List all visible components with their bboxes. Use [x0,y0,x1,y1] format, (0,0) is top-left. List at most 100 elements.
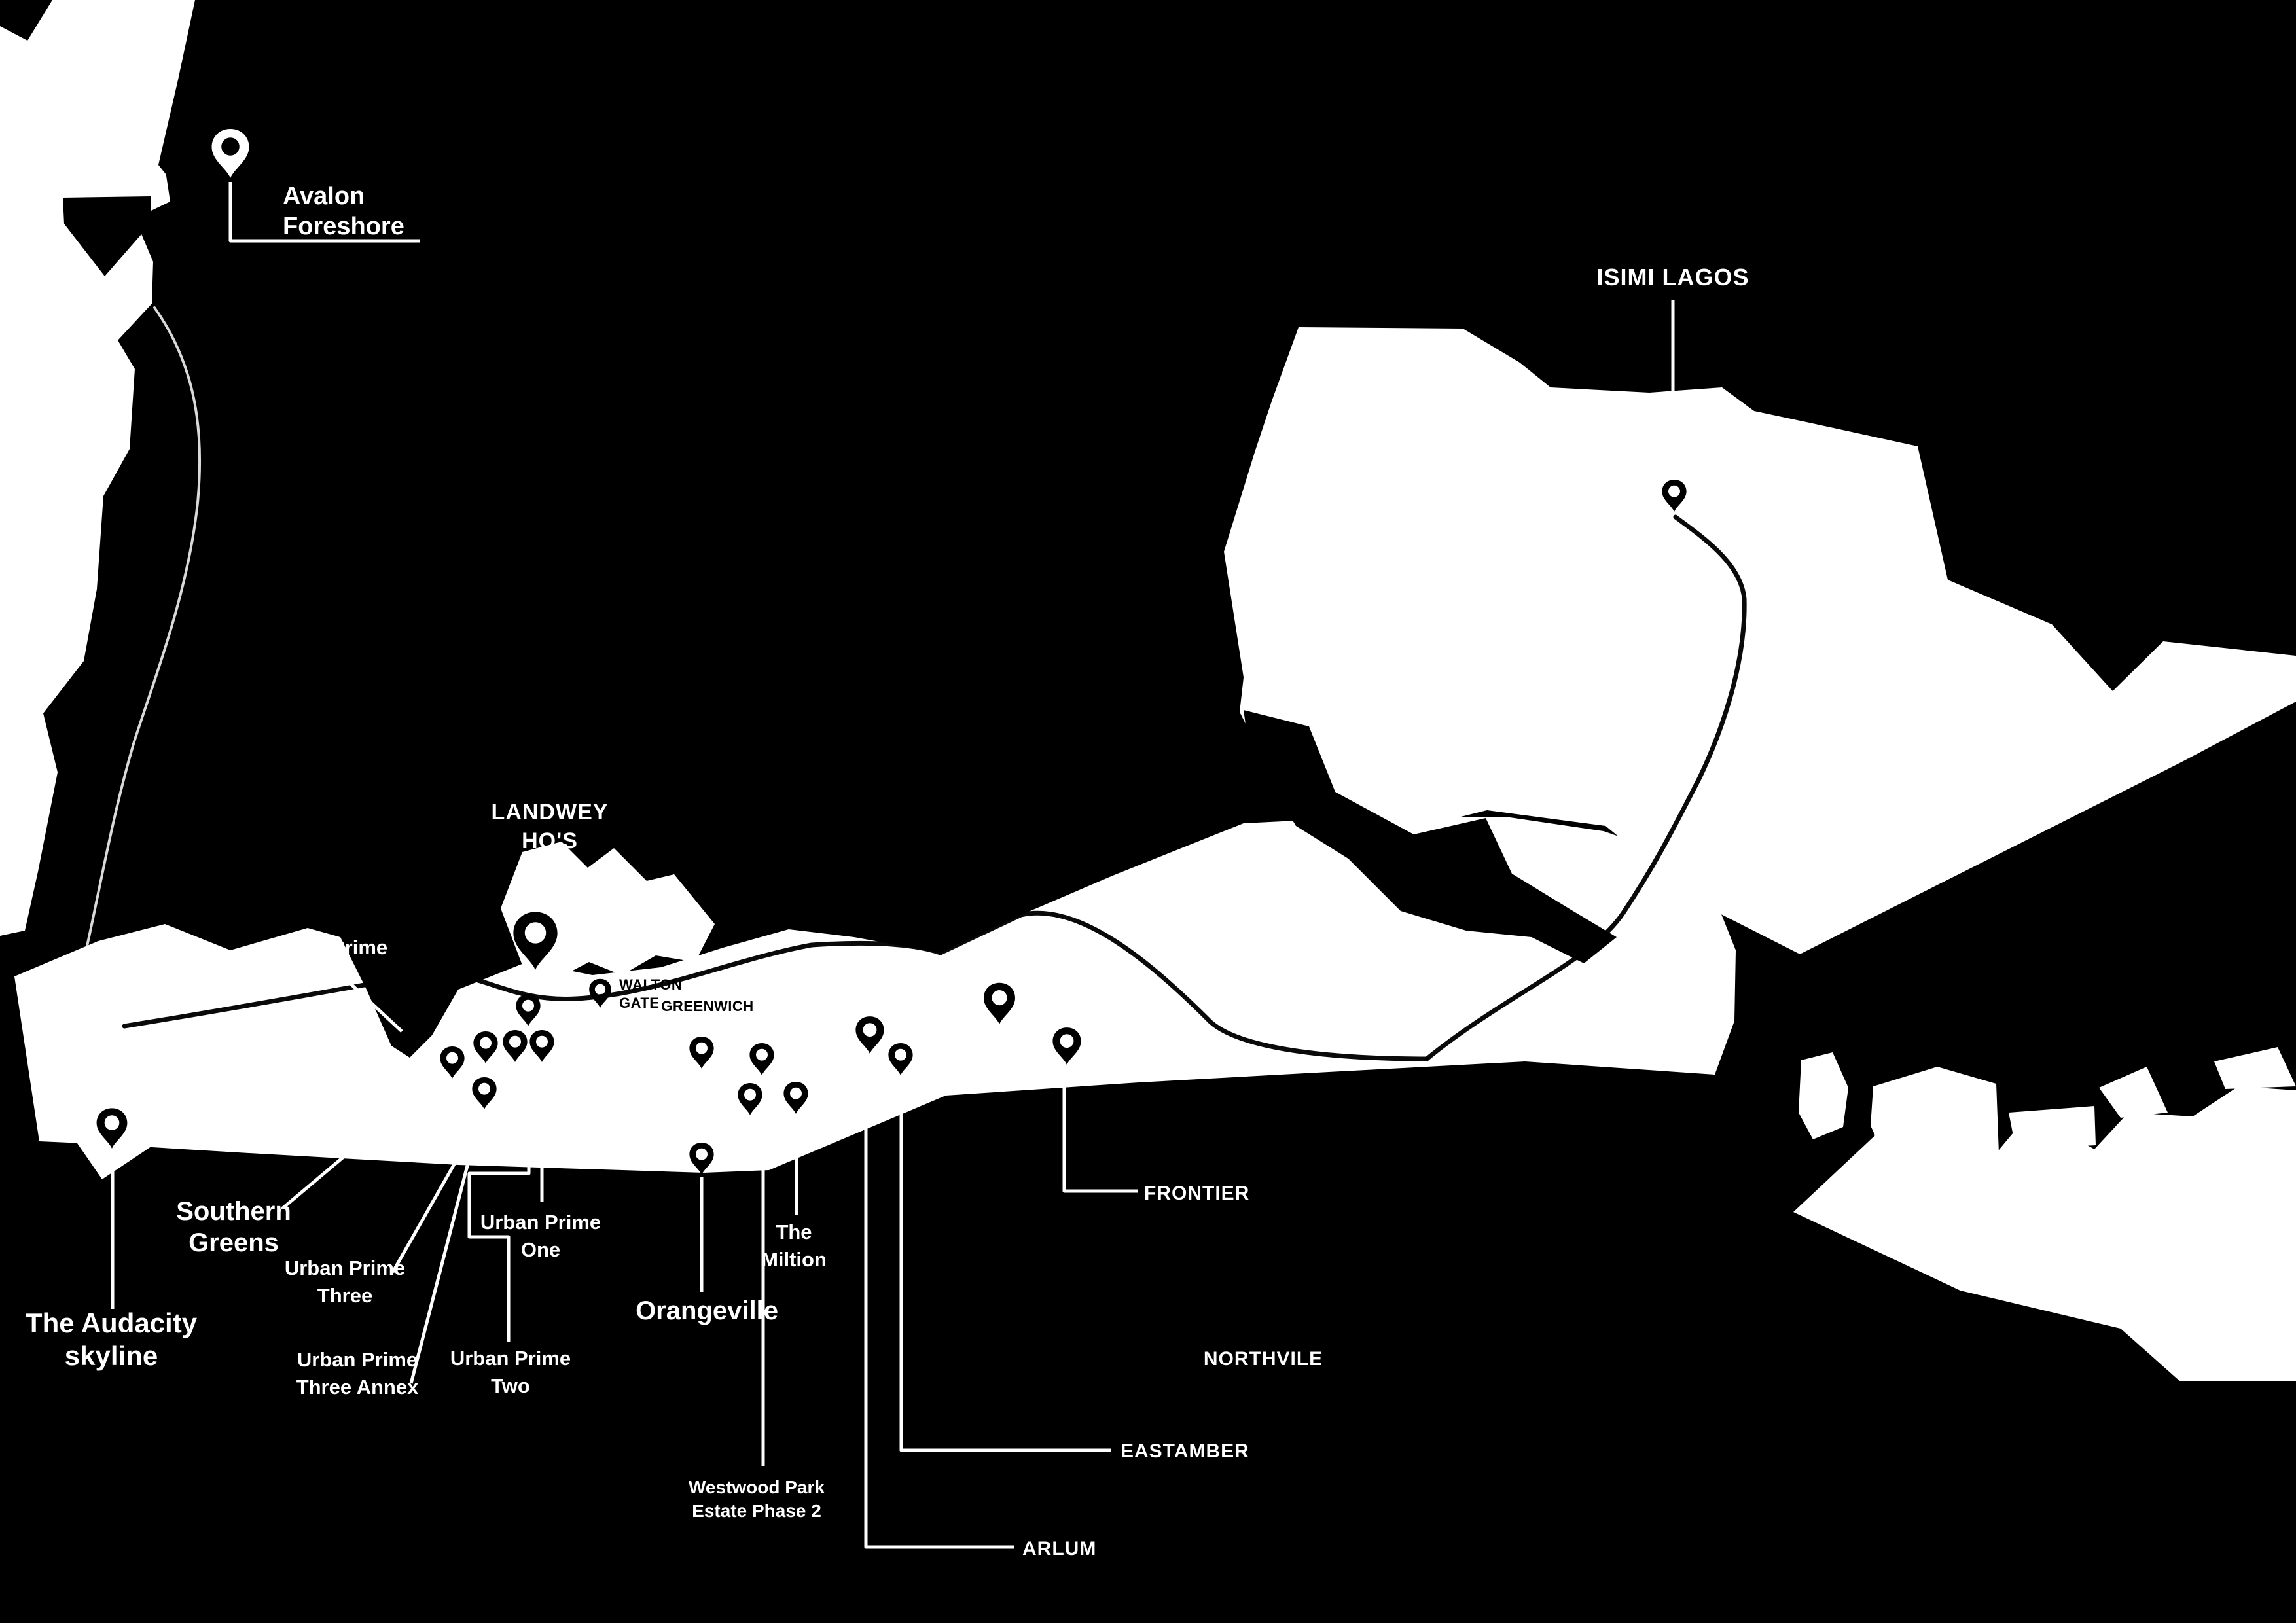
map-pin-icon-marker-c[interactable] [473,1031,498,1063]
map-pin-icon-urban-prime-one[interactable] [529,1030,554,1062]
isimi-access-road [1424,514,1747,1061]
label-line-urban-prime-one-0: Urban Prime [480,1211,601,1234]
map-pin-icon-avalon-foreshore[interactable] [211,128,249,178]
location-arlum: ARLUM [855,1016,1096,1560]
leader-line-urban-prime-three [391,1110,486,1274]
location-marker-a [516,994,541,1026]
label-line-orangeville-0: Orangeville [636,1296,778,1325]
map-pin-icon-the-audacity-skyline[interactable] [96,1108,128,1149]
label-line-isimi-lagos-0: ISIMI LAGOS [1596,264,1749,291]
label-frontier: FRONTIER [1144,1183,1249,1204]
label-line-frontier-0: FRONTIER [1144,1183,1249,1204]
label-line-urban-prime-three-0: Urban Prime [285,1257,405,1279]
leader-line-arlum [864,1056,1014,1549]
label-arlum: ARLUM [1022,1538,1096,1560]
map-pin-icon-arlum[interactable] [855,1016,884,1054]
coast-notch-top [0,0,52,41]
label-line-urban-prime-three-annex-0: Urban Prime [297,1348,418,1371]
label-line-westwood-park-estate-phase-2-0: Westwood Park [689,1477,825,1497]
label-line-landwey-hq-1: HQ'S [522,829,578,853]
island-2 [1871,1067,1999,1186]
label-isimi-lagos: ISIMI LAGOS [1596,264,1749,291]
label-line-southern-greens-0: Southern [176,1197,291,1226]
label-orangeville: Orangeville [636,1296,778,1325]
island-3 [2009,1106,2096,1149]
map-pin-icon-urban-prime-two[interactable] [503,1030,528,1062]
coast-notch-west [63,196,151,276]
location-isimi-lagos: ISIMI LAGOS [1596,264,1749,512]
location-marker-m [984,982,1015,1024]
label-line-landwey-hq-0: LANDWEY [492,800,609,825]
land-lekki-peninsula [14,817,1736,1173]
map-pin-icon-marker-i[interactable] [738,1083,762,1115]
map-pin-icon-isimi-lagos[interactable] [1662,480,1687,512]
label-line-the-audacity-skyline-0: The Audacity [26,1308,198,1338]
label-line-arlum-0: ARLUM [1022,1538,1096,1560]
omu-creek-crack [1244,710,1617,963]
label-line-southern-greens-1: Greens [188,1228,279,1257]
location-landwey-hq: LANDWEY HQ'S [492,800,609,970]
location-northvile: NORTHVILE [1204,1348,1323,1370]
label-greenwich: GREENWICH [661,998,753,1014]
leader-line-avalon-foreshore [228,182,420,243]
map-pin-icon-greenwich[interactable] [689,1037,714,1069]
map-pin-icon-the-miltion[interactable] [783,1082,808,1114]
leader-line-southern-greens [281,1075,441,1209]
island-4 [2099,1067,2168,1118]
label-line-urban-prime-four-1: Four [305,963,350,986]
label-line-urban-prime-three-annex-1: Three Annex [296,1376,419,1399]
leader-line-urban-prime-four [346,979,403,1033]
map-pin-icon-westwood-park-estate-phase-2[interactable] [749,1043,774,1075]
map-pin-icon-southern-greens[interactable] [440,1046,465,1079]
leader-line-frontier [1062,1067,1138,1193]
map-pin-icon-eastamber[interactable] [888,1043,913,1075]
island-1 [1799,1052,1848,1139]
label-northvile: NORTHVILE [1204,1348,1323,1370]
label-line-the-miltion-0: The [776,1221,812,1243]
map-pin-icon-urban-prime-three[interactable] [472,1077,497,1109]
roads [122,514,1747,1061]
location-marker-i [738,1083,762,1115]
label-line-walton-gate-0: WALTON [619,976,682,993]
label-line-greenwich-0: GREENWICH [661,998,753,1014]
label-line-urban-prime-one-1: One [521,1238,560,1261]
label-line-urban-prime-three-1: Three [317,1284,372,1307]
map-pin-icon-marker-a[interactable] [516,994,541,1026]
lagoon-creek-line [55,306,202,1026]
map-pin-icon-landwey-hq[interactable] [513,912,558,970]
location-eastamber: EASTAMBER [888,1043,1249,1462]
map-pin-icon-frontier[interactable] [1052,1027,1081,1065]
map-pin-icon-walton-gate[interactable] [589,978,611,1008]
label-walton-gate: WALTON GATE [619,976,682,1011]
location-greenwich: GREENWICH [661,998,753,1069]
label-line-avalon-foreshore-0: Avalon [283,183,365,210]
land-landwey-inlet [501,842,715,979]
map-pin-icon-orangeville[interactable] [689,1143,714,1175]
label-line-walton-gate-1: GATE [619,995,659,1011]
map-pin-icon-marker-m[interactable] [984,982,1015,1024]
island-5 [2214,1047,2296,1089]
lekki-epe-expressway [122,910,1429,1061]
label-line-urban-prime-two-1: Two [491,1374,530,1397]
land-east-edge-attach [2113,641,2296,762]
location-orangeville: Orangeville [636,1143,778,1325]
